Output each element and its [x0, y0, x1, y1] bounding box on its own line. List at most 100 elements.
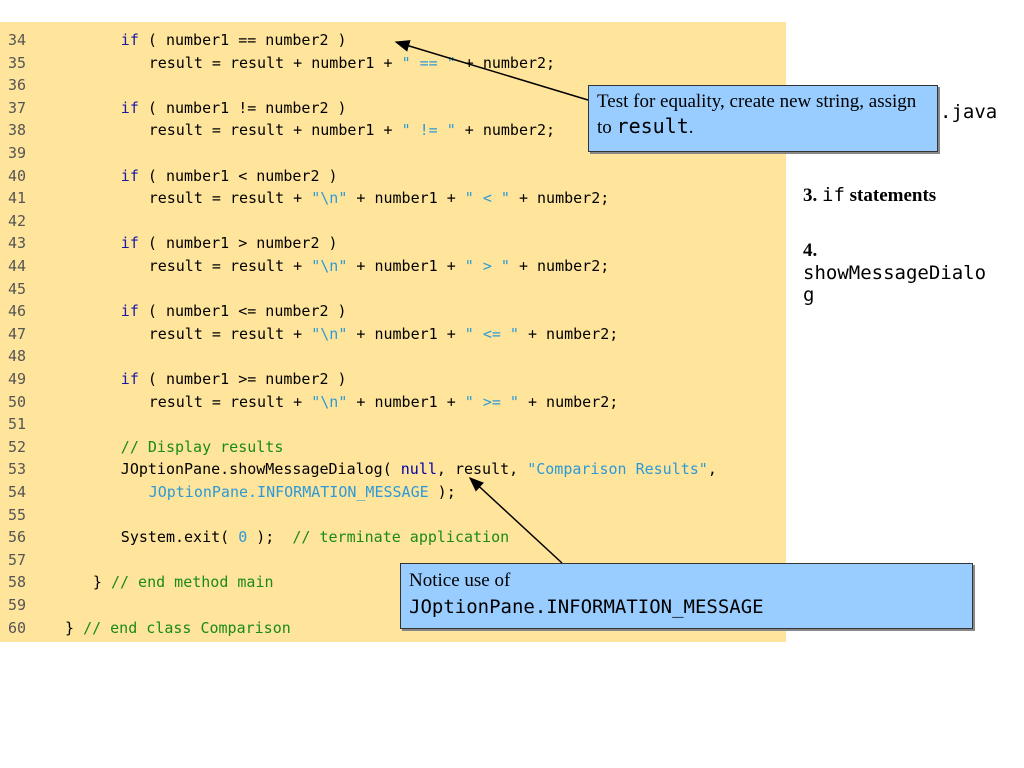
- line-number: 45: [8, 279, 27, 298]
- line-number: 34: [8, 31, 27, 49]
- line-number: 48: [8, 347, 27, 366]
- code-token: "\n": [311, 392, 348, 411]
- code-text: result = result + "\n" + number1 + " <= …: [149, 323, 619, 345]
- code-token: if: [120, 98, 139, 117]
- code-text: result = result + "\n" + number1 + " > "…: [149, 255, 610, 277]
- line-number: 51: [8, 415, 27, 434]
- code-text: if ( number1 < number2 ): [121, 165, 338, 187]
- line-number: 59: [8, 596, 27, 614]
- code-text: if ( number1 >= number2 ): [121, 368, 347, 390]
- code-token: ( number1 > number2 ): [138, 234, 338, 253]
- code-token: ,: [707, 460, 717, 479]
- code-token: result = result +: [148, 324, 312, 343]
- code-token: " > ": [464, 257, 510, 275]
- code-token: 0: [238, 528, 248, 547]
- code-token: "\n": [311, 189, 348, 208]
- code-token: result = result + number1 +: [148, 121, 402, 140]
- line-number: 46: [8, 302, 27, 321]
- code-token: "Comparison Results": [527, 460, 708, 479]
- code-token: System.exit(: [120, 528, 239, 547]
- line-number: 41: [8, 189, 27, 208]
- code-token: // Display results: [120, 437, 284, 456]
- code-text: } // end method main: [93, 571, 274, 593]
- line-number: 58: [8, 573, 27, 592]
- line-number: 38: [8, 121, 27, 140]
- code-token: + number2;: [455, 53, 556, 72]
- code-token: " == ": [401, 53, 456, 72]
- code-token: ( number1 < number2 ): [138, 166, 338, 185]
- code-text: JOptionPane.INFORMATION_MESSAGE );: [149, 481, 456, 503]
- line-number: 52: [8, 437, 27, 456]
- code-token: // end class Comparison: [83, 618, 291, 637]
- code-text: if ( number1 > number2 ): [121, 232, 338, 254]
- code-token: " < ": [464, 189, 510, 208]
- line-number: 57: [8, 550, 27, 569]
- code-token: if: [120, 370, 139, 388]
- code-text: result = result + number1 + " != " + num…: [149, 119, 555, 141]
- code-token: + number2;: [518, 392, 619, 411]
- code-token: + number1 +: [347, 189, 465, 208]
- code-token: + number1 +: [347, 392, 465, 411]
- line-number: 39: [8, 144, 27, 162]
- code-text: if ( number1 != number2 ): [121, 97, 347, 119]
- code-token: if: [120, 234, 139, 253]
- code-text: result = result + "\n" + number1 + " < "…: [149, 187, 610, 209]
- line-number: 55: [8, 505, 27, 524]
- code-token: result = result +: [148, 257, 312, 275]
- code-token: "\n": [311, 324, 348, 343]
- code-token: result = result +: [148, 392, 312, 411]
- code-token: ( number1 <= number2 ): [138, 302, 347, 321]
- arrow-equality: [394, 40, 589, 101]
- code-token: "\n": [311, 257, 348, 275]
- code-token: ( number1 != number2 ): [138, 98, 347, 117]
- code-token: null: [400, 460, 437, 479]
- code-token: " != ": [401, 121, 456, 140]
- code-token: ( number1 >= number2 ): [138, 370, 347, 388]
- code-text: if ( number1 == number2 ): [121, 29, 347, 51]
- code-token: " >= ": [464, 392, 519, 411]
- code-token: JOptionPane.INFORMATION_MESSAGE: [148, 483, 429, 501]
- code-text: System.exit( 0 ); // terminate applicati…: [121, 526, 509, 548]
- code-text: if ( number1 <= number2 ): [121, 300, 347, 322]
- code-token: // terminate application: [292, 528, 510, 547]
- code-token: + number1 +: [347, 257, 465, 275]
- line-number: 42: [8, 211, 27, 230]
- arrow-info: [468, 476, 563, 564]
- line-number: 43: [8, 234, 27, 253]
- line-number: 60: [8, 618, 27, 637]
- code-token: // end method main: [110, 573, 274, 592]
- sidebar-item-3: 3. if statements: [803, 184, 937, 206]
- code-text: result = result + "\n" + number1 + " >= …: [149, 391, 619, 413]
- line-number: 40: [8, 166, 27, 185]
- code-token: + number2;: [509, 257, 610, 275]
- sidebar-java: .java: [940, 101, 998, 123]
- code-token: , result,: [436, 460, 528, 479]
- line-number: 36: [8, 76, 27, 95]
- code-token: + number1 +: [347, 324, 465, 343]
- code-token: if: [120, 302, 139, 321]
- line-number: 53: [8, 460, 27, 479]
- line-number: 35: [8, 53, 27, 72]
- line-number: 37: [8, 98, 27, 117]
- line-number: 50: [8, 392, 27, 411]
- line-number: 54: [8, 483, 27, 501]
- code-token: }: [65, 618, 84, 637]
- code-token: );: [247, 528, 293, 547]
- code-token: if: [120, 31, 139, 49]
- code-token: result = result + number1 +: [148, 53, 402, 72]
- line-number: 47: [8, 324, 27, 343]
- code-token: result = result +: [148, 189, 312, 208]
- code-text: JOptionPane.showMessageDialog( null, res…: [121, 458, 717, 480]
- code-token: if: [120, 166, 139, 185]
- code-token: + number2;: [509, 189, 610, 208]
- code-token: ( number1 == number2 ): [138, 31, 347, 49]
- code-token: );: [428, 483, 456, 501]
- sidebar-item-4: 4. showMessageDialo g: [803, 240, 987, 306]
- line-number: 49: [8, 370, 27, 388]
- code-text: result = result + number1 + " == " + num…: [149, 52, 555, 74]
- callout-equality: Test for equality, create new string, as…: [588, 85, 938, 152]
- code-token: JOptionPane.showMessageDialog(: [120, 460, 401, 479]
- code-token: + number2;: [455, 121, 556, 140]
- line-number: 44: [8, 257, 27, 275]
